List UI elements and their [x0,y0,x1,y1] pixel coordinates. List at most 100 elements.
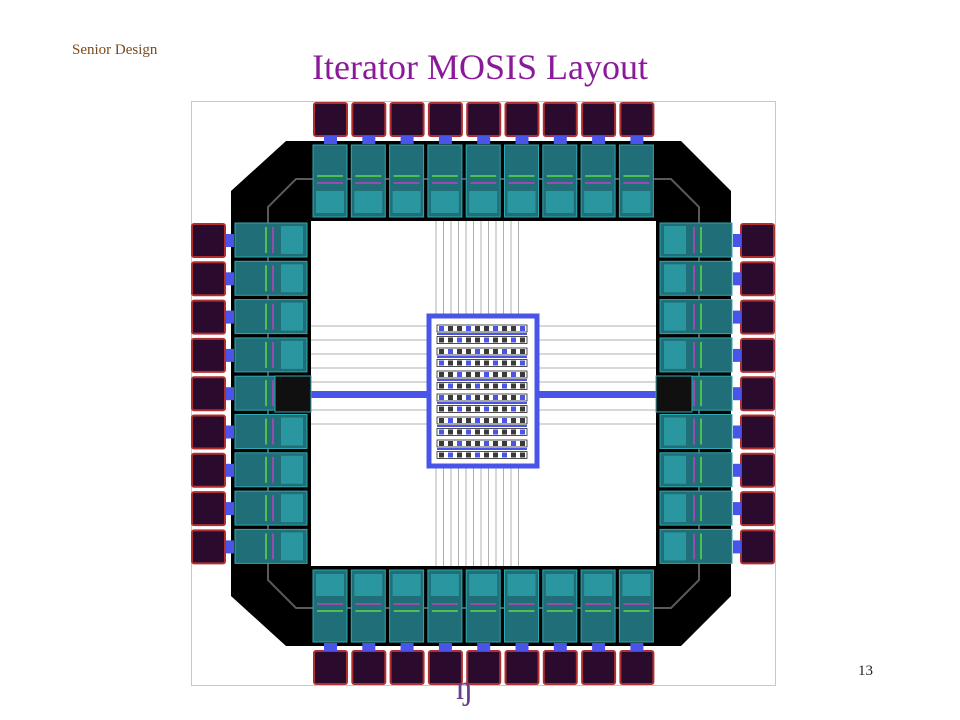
core-row [436,324,528,333]
core-cell [484,372,489,377]
left-corner-cell [274,375,312,413]
pad-connector-left [226,348,234,362]
bond-pad-top [389,102,425,137]
core-cell [520,395,525,400]
core-row [436,428,528,436]
core-cell [448,406,453,412]
core-cell [502,418,507,423]
core-cell [466,395,471,400]
bond-pad-top [351,102,387,137]
pad-connector-top [324,136,337,144]
core-cell [475,337,480,343]
core-cell [511,383,516,389]
core-row [436,336,528,344]
core-cell [448,326,453,331]
io-cell-left-driver [281,340,303,369]
core-cell [475,418,480,423]
pad-connector-top [400,136,414,144]
core-cell [475,372,480,377]
core-cell [457,326,462,331]
core-cell [520,383,525,389]
core-cell [511,418,516,423]
pad-connector-left [226,310,234,324]
core-cell [448,452,453,458]
core-cell [493,418,498,423]
core-cell [466,360,471,366]
core-cell [466,349,471,354]
pad-connector-bottom [324,643,337,651]
io-cell-right-driver [664,455,686,484]
core-cell [448,349,453,354]
io-cell-bottom-driver [392,574,421,596]
core-cell [466,418,471,423]
pad-connector-bottom [515,643,529,651]
core-cell [493,395,498,400]
core-cell [448,429,453,435]
core-cell [475,395,480,400]
io-cell-right-driver [664,226,686,254]
core-cell [484,337,489,343]
pad-connector-right [733,463,741,477]
io-cell-bottom-driver [430,574,459,596]
core-cell [511,326,516,331]
io-cell-top-driver [469,191,498,213]
io-cell-top-driver [545,191,574,213]
core-row [436,393,528,402]
bond-pad-bottom [389,650,425,685]
core-cell [466,406,471,412]
core-cell [457,406,462,412]
core-cell [493,429,498,435]
core-cell [484,326,489,331]
core-row [436,416,528,425]
pad-connector-right [733,348,741,362]
io-cell-left-driver [281,302,303,331]
bond-pad-bottom [542,650,578,685]
bond-pad-right [740,452,775,488]
bond-pad-right [740,337,775,373]
io-cell-bottom-driver [545,574,574,596]
pad-connector-top [630,136,644,144]
pad-connector-left [226,272,234,286]
pad-connector-right [733,502,741,516]
io-cell-left-driver [281,264,303,293]
pad-connector-right [733,387,741,401]
core-cell [520,326,525,331]
bond-pad-top [581,102,617,137]
pad-connector-right [733,425,741,439]
io-cell-top-driver [354,191,383,213]
io-cell-bottom-driver [507,574,536,596]
core-cell [475,406,480,412]
core-cell [439,360,444,366]
core-cell [520,452,525,458]
core-cell [511,441,516,446]
core-cell [448,360,453,366]
core-cell [448,395,453,400]
pad-connector-left [226,502,234,516]
pad-connector-bottom [477,643,491,651]
core-cell [439,429,444,435]
bond-pad-left [191,261,226,297]
core-cell [484,395,489,400]
bond-pad-right [740,261,775,297]
bond-pads [191,102,775,685]
core-cell [520,337,525,343]
core-cell [502,349,507,354]
core-cell [475,383,480,389]
core-cell [502,429,507,435]
core-row [436,405,528,413]
core-cell [511,452,516,458]
core-cell [484,349,489,354]
io-cell-right-driver [664,264,686,293]
core-cell [466,429,471,435]
core-cell [475,441,480,446]
core-cell [493,406,498,412]
bond-pad-right [740,299,775,335]
bond-pad-top [619,102,655,137]
bond-pad-top [504,102,540,137]
core-cell [448,372,453,377]
core-cell [439,337,444,343]
bond-pad-top [542,102,578,137]
core-cell [448,337,453,343]
core-cell [484,429,489,435]
io-cell-bottom-driver [584,574,613,596]
